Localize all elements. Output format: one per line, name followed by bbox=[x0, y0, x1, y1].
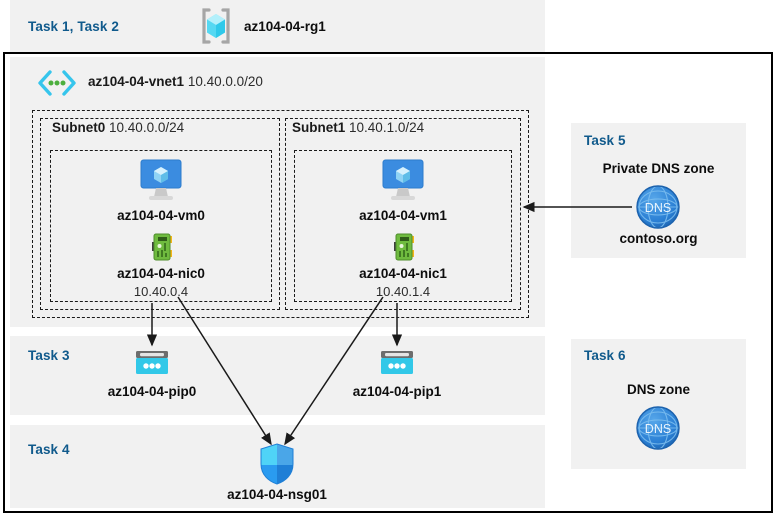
nic-0-name: az104-04-nic0 bbox=[117, 266, 205, 281]
resource-group-icon bbox=[196, 6, 236, 46]
pip-1-name: az104-04-pip1 bbox=[352, 384, 442, 399]
subnet-1-resources-box bbox=[294, 150, 512, 302]
vnet-panel bbox=[10, 57, 545, 327]
nic-1-ip: 10.40.1.4 bbox=[375, 284, 431, 299]
public-ip-panel bbox=[10, 336, 545, 415]
public-ip-address-icon bbox=[135, 350, 169, 378]
subnet-0-box bbox=[40, 118, 280, 310]
nic-0-ip: 10.40.0.4 bbox=[133, 284, 189, 299]
virtual-machine-icon bbox=[378, 158, 428, 204]
diagram-outer-border bbox=[3, 52, 773, 513]
task-label-4: Task 4 bbox=[28, 442, 70, 457]
subnets-region bbox=[32, 110, 529, 318]
virtual-machine-icon bbox=[136, 158, 186, 204]
vm-0-name: az104-04-vm0 bbox=[117, 208, 205, 223]
network-security-group-icon bbox=[258, 442, 296, 486]
subnet-0-resources-box bbox=[50, 150, 272, 302]
vnet-name: az104-04-vnet1 bbox=[88, 74, 185, 89]
resource-group-name: az104-04-rg1 bbox=[244, 19, 326, 34]
task-label-6: Task 6 bbox=[584, 348, 626, 363]
dns-zone-icon: DNS bbox=[634, 183, 682, 231]
subnet-0-header: Subnet0 10.40.0.0/24 bbox=[52, 120, 184, 135]
subnet-1-box bbox=[285, 118, 521, 310]
task-label-3: Task 3 bbox=[28, 348, 70, 363]
private-dns-name: contoso.org bbox=[619, 231, 698, 246]
vnet-cidr: 10.40.0.0/20 bbox=[187, 74, 263, 89]
nsg-name: az104-04-nsg01 bbox=[227, 487, 327, 502]
subnet-1-name: Subnet1 bbox=[292, 120, 346, 135]
vnet-header: az104-04-vnet1 10.40.0.0/20 bbox=[88, 74, 263, 89]
resource-group-band bbox=[10, 0, 545, 52]
svg-text:DNS: DNS bbox=[645, 201, 671, 215]
subnet-0-name: Subnet0 bbox=[52, 120, 106, 135]
task-label-1-2: Task 1, Task 2 bbox=[28, 19, 119, 34]
subnet-0-cidr: 10.40.0.0/24 bbox=[109, 120, 185, 135]
task-label-5: Task 5 bbox=[584, 133, 626, 148]
vm-1-name: az104-04-vm1 bbox=[359, 208, 447, 223]
subnet-1-header: Subnet1 10.40.1.0/24 bbox=[292, 120, 424, 135]
nic-1-name: az104-04-nic1 bbox=[359, 266, 447, 281]
dns-zone-icon: DNS bbox=[634, 404, 682, 452]
public-dns-title: DNS zone bbox=[626, 382, 690, 397]
svg-text:DNS: DNS bbox=[645, 422, 671, 436]
subnet-1-cidr: 10.40.1.0/24 bbox=[349, 120, 425, 135]
network-interface-icon bbox=[145, 231, 177, 263]
pip-0-name: az104-04-pip0 bbox=[107, 384, 197, 399]
private-dns-title: Private DNS zone bbox=[602, 161, 715, 176]
public-ip-address-icon bbox=[380, 350, 414, 378]
network-interface-icon bbox=[387, 231, 419, 263]
virtual-network-icon bbox=[36, 70, 78, 96]
